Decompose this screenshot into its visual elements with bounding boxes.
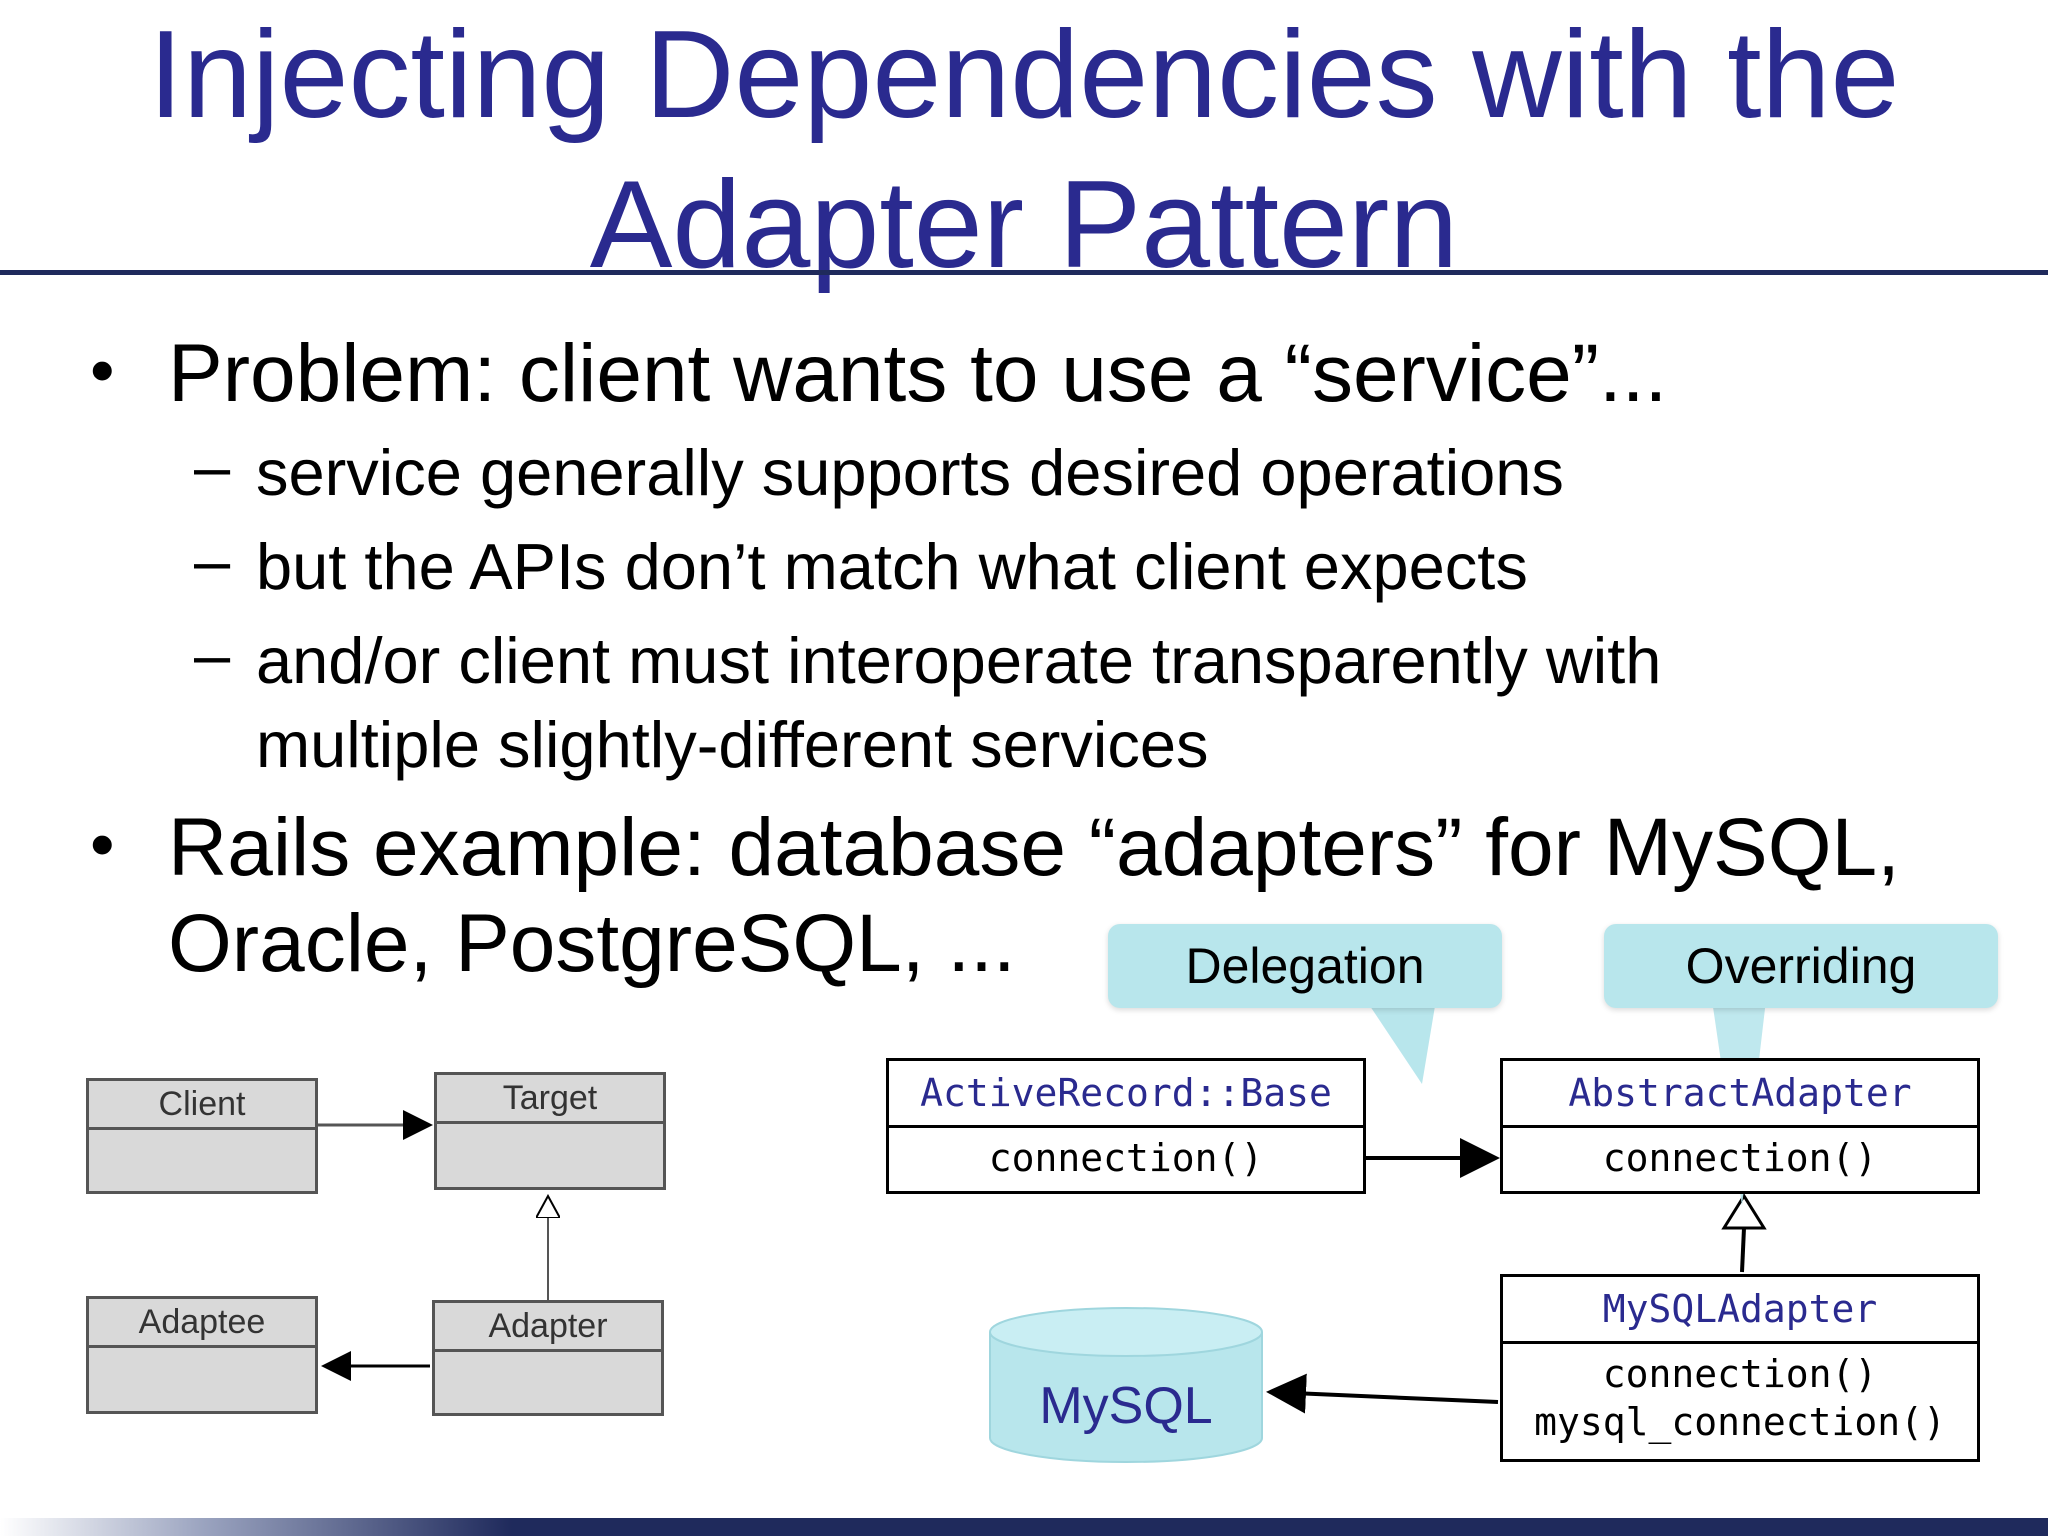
sub-bullet-1: – service generally supports desired ope… [194, 430, 1564, 514]
activerecord-base-class: ActiveRecord::Base connection() [886, 1058, 1366, 1194]
mysql-database-icon [989, 1332, 1263, 1463]
dash-marker: – [194, 618, 231, 691]
title-divider [0, 270, 2048, 275]
sub-bullet-text: and/or client must interoperate transpar… [256, 624, 1662, 697]
sub-bullet-text: but the APIs don’t match what client exp… [256, 530, 1528, 603]
bullet-rails-example: • Rails example: database “adapters” for… [90, 800, 1900, 896]
uml-class-name: Target [437, 1075, 663, 1124]
inheritance-triangle [1721, 1193, 1767, 1230]
footer-bar [0, 1518, 2048, 1536]
class-method: connection() [1602, 1352, 1878, 1396]
class-name: MySQLAdapter [1503, 1277, 1977, 1344]
dash-marker: – [194, 524, 231, 597]
mysql-database-label: MySQL [1039, 1377, 1213, 1435]
bullet-text: Oracle, PostgreSQL, ... [168, 898, 1016, 989]
uml-class-name: Client [89, 1081, 315, 1130]
bullet-marker: • [90, 805, 115, 883]
mysql-adapter-class: MySQLAdapter connection() mysql_connecti… [1500, 1274, 1980, 1462]
slide-title: Injecting Dependencies with the Adapter … [0, 0, 2048, 300]
mysqladapter-to-mysql-arrow [1266, 1373, 1499, 1414]
dash-marker: – [194, 430, 231, 503]
bullet-text: Problem: client wants to use a “service”… [168, 328, 1668, 419]
bullet-problem: • Problem: client wants to use a “servic… [90, 326, 1668, 422]
class-name: ActiveRecord::Base [889, 1061, 1363, 1128]
delegation-callout: Delegation [1108, 924, 1502, 1008]
mysql-database-top [989, 1307, 1263, 1357]
mysqladapter-to-abstract-inheritance [1740, 1227, 1746, 1273]
title-line-1: Injecting Dependencies with the [148, 6, 1900, 144]
uml-adaptee-class: Adaptee [86, 1296, 318, 1414]
uml-target-class: Target [434, 1072, 666, 1190]
uml-class-name: Adaptee [89, 1299, 315, 1348]
class-name: AbstractAdapter [1503, 1061, 1977, 1128]
sub-bullet-3-continued: multiple slightly-different services [256, 704, 1209, 786]
class-method: connection() [1602, 1136, 1878, 1180]
delegation-callout-pointer [1366, 1000, 1436, 1084]
sub-bullet-3: – and/or client must interoperate transp… [194, 618, 1662, 702]
bullet-rails-example-continued: Oracle, PostgreSQL, ... [168, 896, 1016, 992]
bullet-text: Rails example: database “adapters” for M… [168, 802, 1900, 893]
uml-class-name: Adapter [435, 1303, 661, 1352]
class-method: mysql_connection() [1534, 1400, 1946, 1444]
sub-bullet-2: – but the APIs don’t match what client e… [194, 524, 1528, 608]
uml-client-class: Client [86, 1078, 318, 1194]
abstract-adapter-class: AbstractAdapter connection() [1500, 1058, 1980, 1194]
class-method: connection() [988, 1136, 1264, 1180]
sub-bullet-text: service generally supports desired opera… [256, 436, 1564, 509]
overriding-callout: Overriding [1604, 924, 1998, 1008]
uml-adapter-class: Adapter [432, 1300, 664, 1416]
sub-bullet-text: multiple slightly-different services [256, 708, 1209, 781]
bullet-marker: • [90, 331, 115, 409]
